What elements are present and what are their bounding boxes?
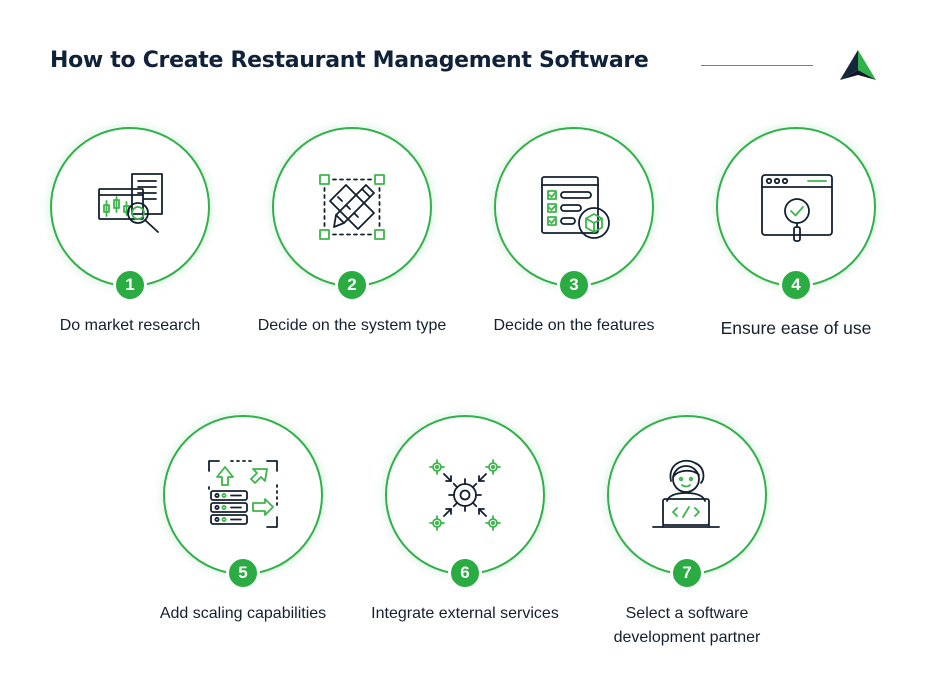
step-number-badge: 7 — [670, 556, 704, 590]
step-number-badge: 2 — [335, 268, 369, 302]
step-label: Ensure ease of use — [720, 318, 872, 338]
step-number-badge: 3 — [557, 268, 591, 302]
step-label: Integrate external services — [371, 605, 559, 622]
page-title: How to Create Restaurant Management Soft… — [50, 48, 649, 73]
step-label: Select a software development partner — [613, 605, 761, 646]
integration-gears-icon — [429, 459, 501, 531]
step-label: Add scaling capabilities — [159, 605, 327, 622]
step-label: Decide on the system type — [257, 317, 447, 334]
market-research-icon — [98, 173, 163, 233]
features-checklist-icon — [541, 176, 610, 239]
step-circle — [385, 415, 545, 575]
company-logo-icon — [840, 50, 876, 80]
step-number-badge: 1 — [113, 268, 147, 302]
scaling-server-icon — [208, 460, 278, 528]
step-circle — [607, 415, 767, 575]
step-number-badge: 5 — [226, 556, 260, 590]
developer-laptop-icon — [652, 459, 720, 528]
step-label: Decide on the features — [493, 317, 655, 334]
step-circle — [716, 127, 876, 287]
title-divider — [701, 65, 813, 66]
step-circle — [494, 127, 654, 287]
step-circle — [272, 127, 432, 287]
step-circle — [163, 415, 323, 575]
step-label: Do market research — [59, 317, 201, 334]
design-tools-icon — [319, 174, 385, 240]
step-number-badge: 4 — [779, 268, 813, 302]
usability-search-icon — [761, 174, 833, 242]
step-number-badge: 6 — [448, 556, 482, 590]
step-circle — [50, 127, 210, 287]
